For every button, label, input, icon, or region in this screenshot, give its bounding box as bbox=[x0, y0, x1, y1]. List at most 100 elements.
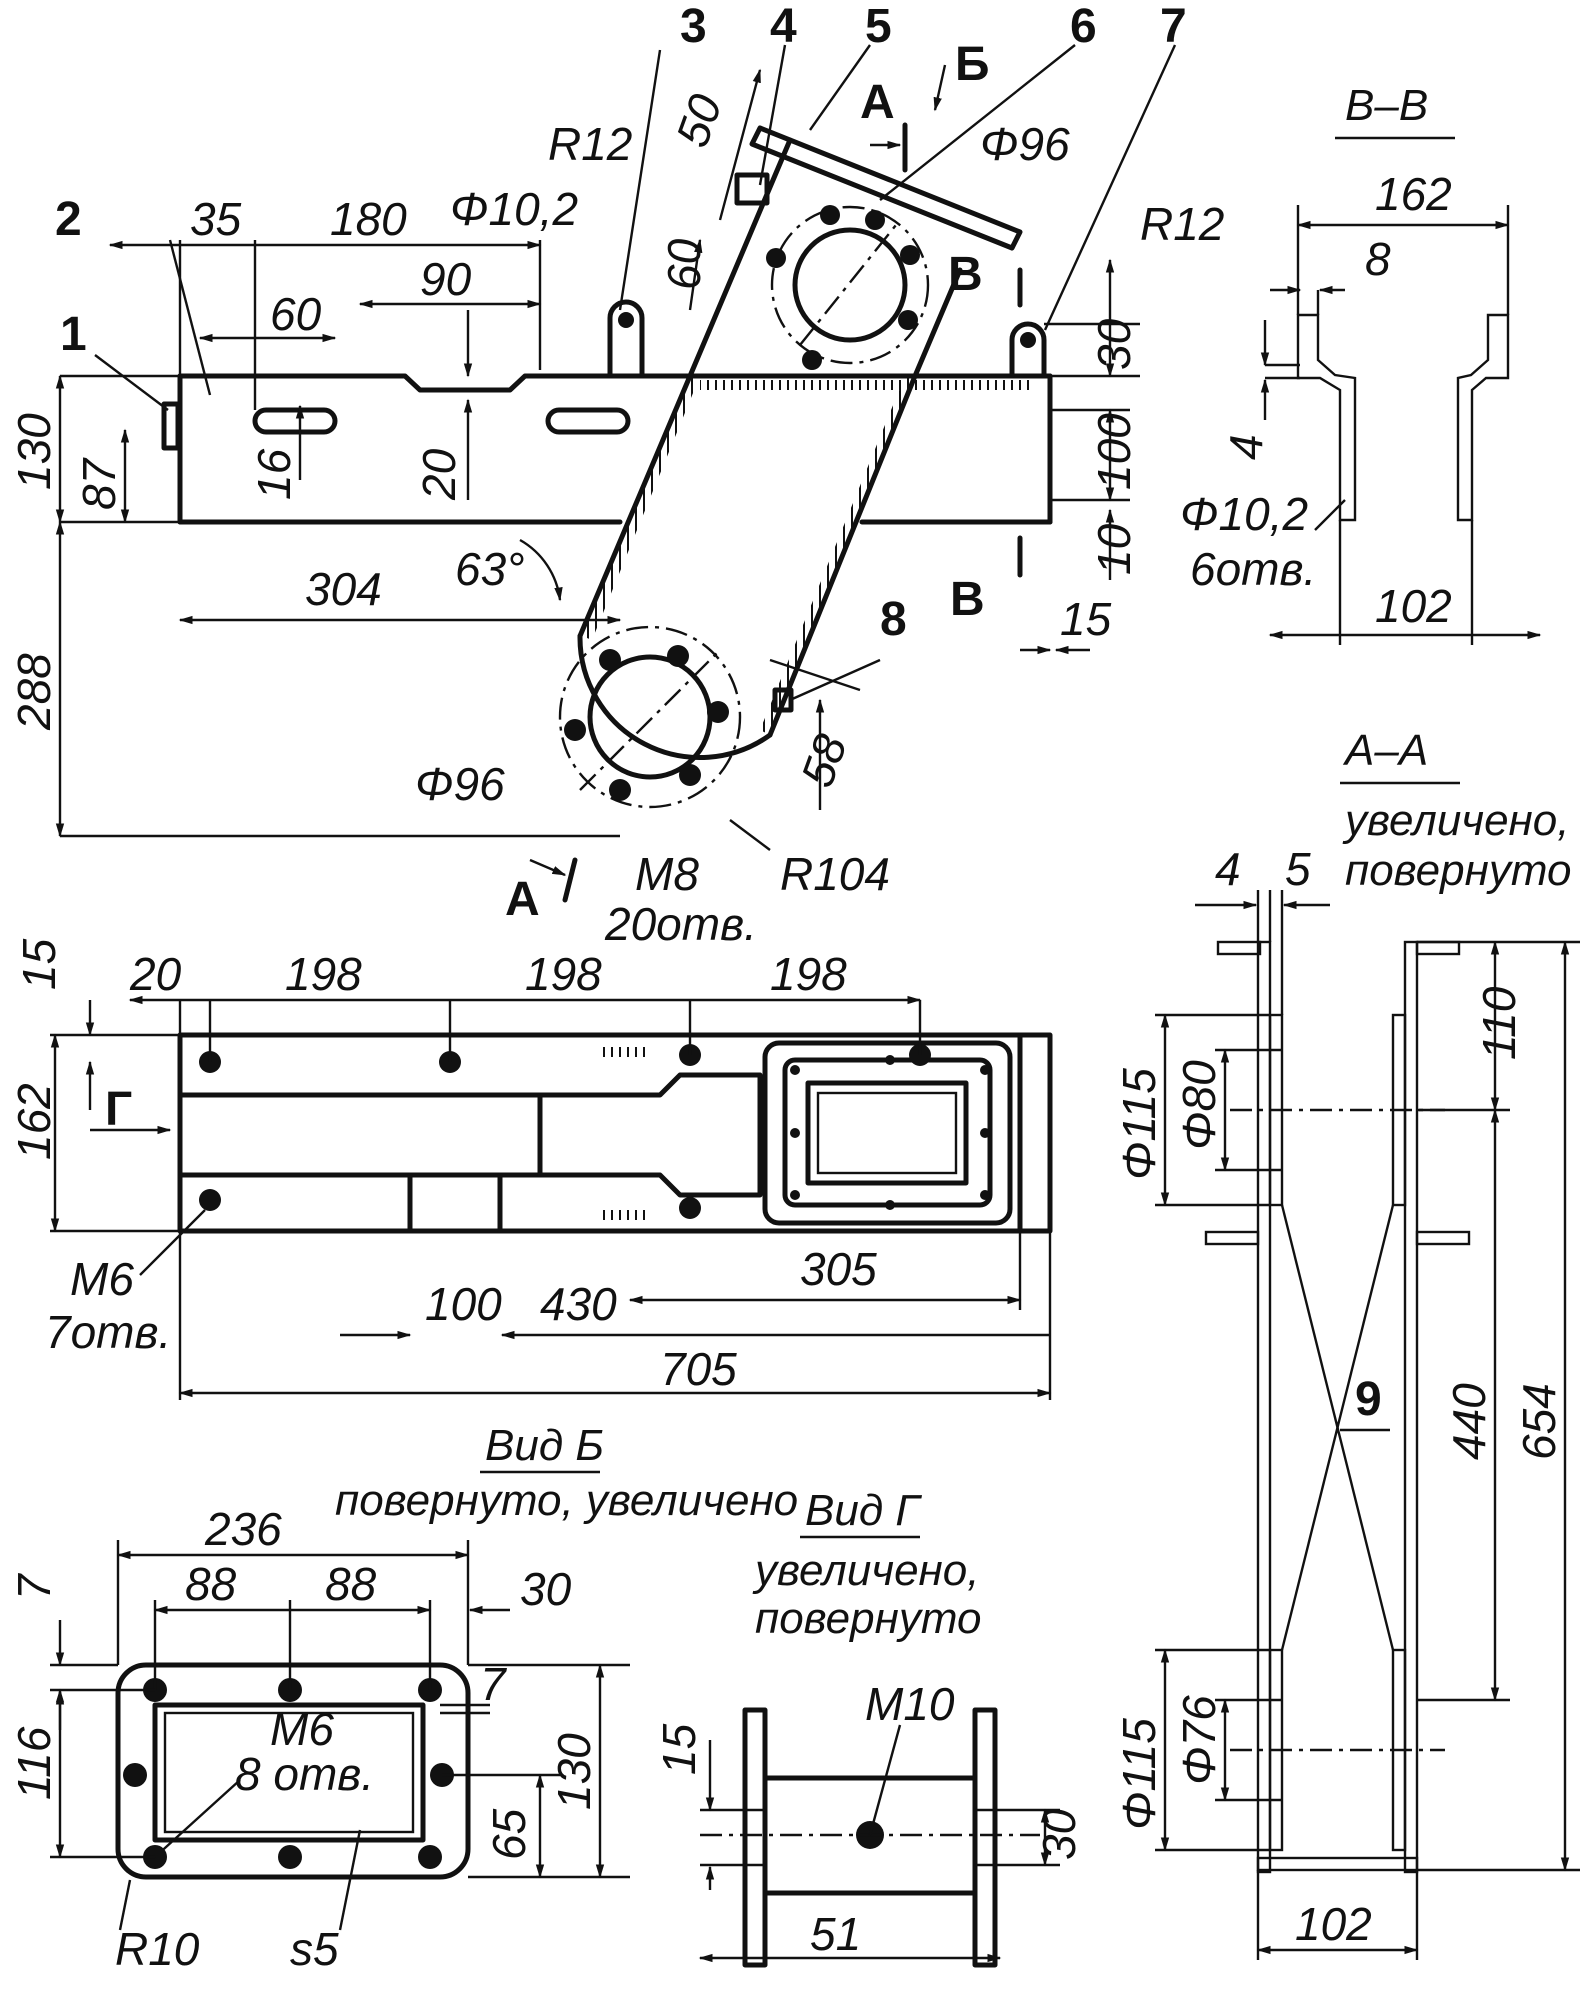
cut-label-B-top: Б bbox=[955, 38, 990, 91]
callout-9: 9 bbox=[1355, 1373, 1382, 1426]
cut-label-A-bottom: А bbox=[505, 873, 540, 926]
cut-label-A-top: А bbox=[860, 76, 895, 129]
dim-plan-100: 100 bbox=[425, 1278, 502, 1330]
dim-VB-65: 65 bbox=[483, 1808, 535, 1860]
dim-VG-15: 15 bbox=[653, 1723, 705, 1775]
view-G-subtitle-1: увеличено, bbox=[752, 1546, 979, 1595]
dim-30: 30 bbox=[1088, 318, 1140, 370]
weld-left bbox=[582, 376, 700, 640]
dim-35: 35 bbox=[190, 193, 242, 245]
dim-AA-d76: Φ76 bbox=[1173, 1695, 1225, 1785]
dim-AA-d115-top: Φ115 bbox=[1113, 1068, 1165, 1180]
dim-VB-s5: s5 bbox=[290, 1923, 339, 1975]
dim-58: 58 bbox=[791, 727, 858, 793]
upper-bolts bbox=[766, 205, 920, 370]
section-AA: А–А увеличено, повернуто bbox=[1113, 726, 1580, 1960]
dim-288: 288 bbox=[8, 653, 60, 731]
dim-16: 16 bbox=[248, 448, 300, 500]
dim-d10-2: Φ10,2 bbox=[450, 183, 578, 235]
dim-VG-51: 51 bbox=[810, 1908, 861, 1960]
callout-6: 6 bbox=[1070, 0, 1097, 53]
plan-transition bbox=[537, 1072, 763, 1198]
section-AA-title: А–А bbox=[1342, 726, 1428, 775]
view-B: Вид Б повернуто, увеличено bbox=[8, 1421, 798, 1975]
view-B-window-inner bbox=[163, 1711, 415, 1834]
section-BB-right-profile bbox=[1456, 313, 1510, 522]
arm-end-arc bbox=[577, 633, 773, 760]
arm-left-edge bbox=[577, 373, 693, 639]
callout-1: 1 bbox=[60, 308, 87, 361]
callout-2: 2 bbox=[55, 193, 82, 246]
section-BB-left-profile bbox=[1296, 313, 1357, 522]
dim-r12-right: R12 bbox=[1140, 198, 1224, 250]
dim-plan-705: 705 bbox=[660, 1343, 737, 1395]
section-BB-title: В–В bbox=[1345, 81, 1428, 130]
dim-VB-7-left: 7 bbox=[8, 1573, 60, 1600]
dim-BB-102: 102 bbox=[1375, 580, 1452, 632]
upper-bolt-circle bbox=[770, 205, 930, 365]
callout-5: 5 bbox=[865, 0, 892, 53]
dim-AA-d80: Φ80 bbox=[1173, 1060, 1225, 1150]
dim-304: 304 bbox=[305, 563, 382, 615]
dim-100: 100 bbox=[1088, 413, 1140, 490]
view-B-subtitle: повернуто, увеличено bbox=[335, 1476, 798, 1525]
dim-AA-110: 110 bbox=[1473, 986, 1525, 1060]
dim-20: 20 bbox=[413, 448, 465, 501]
dim-AA-4: 4 bbox=[1215, 843, 1241, 895]
dim-m8: M8 bbox=[635, 848, 699, 900]
plan-weld-1 bbox=[600, 1047, 650, 1057]
plan-weld-2 bbox=[600, 1210, 650, 1220]
weld-right bbox=[760, 376, 915, 735]
dim-BB-4: 4 bbox=[1220, 434, 1272, 460]
callout-4: 4 bbox=[770, 0, 797, 53]
dim-r12-left: R12 bbox=[548, 118, 632, 170]
dim-plan-7holes: 7отв. bbox=[45, 1306, 171, 1358]
dim-VB-30: 30 bbox=[520, 1563, 572, 1615]
dim-130: 130 bbox=[8, 413, 60, 490]
dim-VG-m10: М10 bbox=[865, 1678, 955, 1730]
dim-10: 10 bbox=[1088, 523, 1140, 575]
section-AA-subtitle-1: увеличено, bbox=[1342, 796, 1569, 845]
dim-87: 87 bbox=[73, 457, 125, 510]
dim-VB-236: 236 bbox=[204, 1503, 282, 1555]
part-4-block bbox=[734, 172, 770, 206]
dim-AA-5: 5 bbox=[1285, 843, 1311, 895]
callout-7: 7 bbox=[1160, 0, 1187, 53]
view-G-mark: Г bbox=[105, 1083, 132, 1136]
dim-60-vertical: 60 bbox=[658, 238, 710, 290]
lower-bolts bbox=[564, 645, 729, 801]
slot-2 bbox=[545, 407, 631, 435]
section-AA-subtitle-2: повернуто bbox=[1345, 846, 1571, 895]
lug-right-hole bbox=[1020, 332, 1036, 348]
dim-VB-130: 130 bbox=[548, 1733, 600, 1810]
dim-r104: R104 bbox=[780, 848, 890, 900]
dim-plan-305: 305 bbox=[800, 1243, 877, 1295]
cut-label-V-top: В bbox=[948, 248, 983, 301]
lug-right bbox=[1009, 321, 1047, 379]
upper-bore bbox=[792, 227, 908, 343]
dim-BB-d10-2: Φ10,2 bbox=[1180, 488, 1308, 540]
upper-arm-right bbox=[912, 267, 963, 379]
callout-8: 8 bbox=[880, 593, 907, 646]
dim-plan-20: 20 bbox=[129, 948, 182, 1000]
plan-flange bbox=[762, 1040, 1013, 1226]
lug-left bbox=[607, 299, 645, 379]
dim-AA-654: 654 bbox=[1513, 1383, 1565, 1460]
dim-VB-88-1: 88 bbox=[185, 1558, 237, 1610]
section-AA-wall-right bbox=[1403, 940, 1419, 1874]
plan-window-inner bbox=[816, 1091, 958, 1175]
dim-d96-top: Φ96 bbox=[980, 118, 1070, 170]
weld-top bbox=[700, 380, 1030, 390]
section-AA-bottom bbox=[1256, 1856, 1419, 1872]
dim-plan-162: 162 bbox=[8, 1083, 60, 1160]
plan-bolts bbox=[199, 1044, 990, 1219]
callout-3: 3 bbox=[680, 0, 707, 53]
dim-plan-430: 430 bbox=[540, 1278, 617, 1330]
dim-VG-30: 30 bbox=[1033, 1808, 1085, 1860]
dim-VB-8holes: 8 отв. bbox=[235, 1748, 374, 1800]
dim-VB-r10: R10 bbox=[115, 1923, 200, 1975]
upper-axis bbox=[799, 219, 901, 346]
dim-BB-6holes: 6отв. bbox=[1190, 543, 1316, 595]
cut-label-V-bottom: В bbox=[950, 573, 985, 626]
